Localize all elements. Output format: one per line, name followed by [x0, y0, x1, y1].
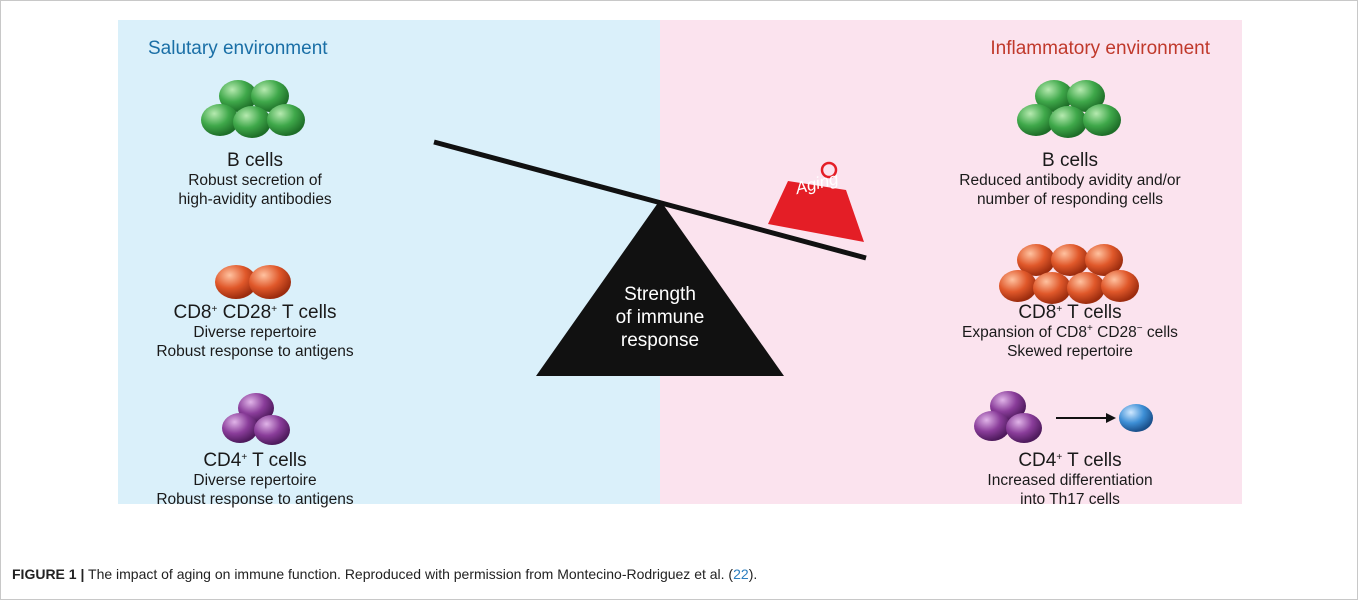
right-b-cells-block: B cells Reduced antibody avidity and/or … [910, 150, 1230, 209]
seesaw-beam [433, 139, 867, 261]
left-cd8-desc2: Robust response to antigens [156, 342, 354, 360]
left-cd4-desc1: Diverse repertoire [193, 472, 317, 490]
right-cd4-name-part: CD4 [1018, 450, 1057, 471]
inflammatory-title: Inflammatory environment [990, 38, 1210, 59]
left-cd8-block: CD8+ CD28+ T cells Diverse repertoire Ro… [118, 302, 392, 361]
right-cd4-name: CD4+ T cells [910, 450, 1230, 472]
fulcrum-label-line2: of immune [615, 306, 705, 328]
left-cd4-name: CD4+ T cells [118, 450, 392, 472]
salutary-title: Salutary environment [148, 38, 328, 59]
left-b-cells-desc2: high-avidity antibodies [178, 190, 332, 208]
right-cd4-desc2: into Th17 cells [1020, 490, 1120, 508]
right-cd8-name: CD8+ T cells [910, 302, 1230, 324]
citation-link[interactable]: 22 [733, 566, 749, 582]
left-cd8-sup: + [271, 304, 278, 315]
figure-label: FIGURE 1 | [12, 566, 85, 582]
fulcrum-label-line3: response [620, 329, 700, 351]
right-cd4-name-part: T cells [1062, 450, 1122, 471]
blue-cell-icon [1119, 404, 1153, 432]
right-cd4-desc1: Increased differentiation [987, 472, 1153, 490]
right-cd8-block: CD8+ T cells Expansion of CD8+ CD28− cel… [910, 302, 1230, 361]
right-cd8-desc-part: cells [1142, 324, 1178, 342]
caption-text: The impact of aging on immune function. … [84, 566, 734, 582]
right-arrow-icon [1056, 413, 1116, 423]
aging-weight-icon [768, 161, 864, 242]
right-cd8-name-part: T cells [1062, 302, 1122, 323]
cd4-to-th17-diagram [974, 391, 1153, 443]
fulcrum-label-line1: Strength [624, 284, 696, 305]
right-cd8-desc-part: CD28 [1092, 324, 1137, 342]
right-b-cells-desc1: Reduced antibody avidity and/or [959, 172, 1181, 190]
left-b-cells-name: B cells [227, 150, 283, 171]
right-cd8-sup: + [1056, 304, 1063, 315]
fulcrum-triangle [536, 200, 784, 376]
right-b-cells-name: B cells [1042, 150, 1098, 171]
left-b-cells-block: B cells Robust secretion of high-avidity… [130, 150, 380, 209]
right-cd8-name-part: CD8 [1018, 302, 1057, 323]
green-cell-cluster-icon [201, 80, 305, 138]
right-cd8-desc1: Expansion of CD8+ CD28− cells [910, 324, 1230, 342]
orange-cell-cluster-icon [215, 265, 291, 299]
right-cd4-sup: + [1056, 452, 1063, 463]
left-cd4-sup: + [241, 452, 248, 463]
left-cd8-name-part: CD8 [173, 302, 212, 323]
caption-end: ). [748, 566, 758, 582]
purple-cell-cluster-icon [222, 393, 290, 445]
right-cd8-desc2: Skewed repertoire [1007, 342, 1133, 360]
purple-cell-cluster-icon [974, 391, 1042, 443]
left-cd8-name-part: CD28 [217, 302, 272, 323]
left-cd8-desc1: Diverse repertoire [193, 324, 317, 342]
figure-caption: FIGURE 1 | The impact of aging on immune… [12, 566, 757, 582]
left-cd4-name-part: T cells [247, 450, 307, 471]
left-cd8-name: CD8+ CD28+ T cells [118, 302, 392, 324]
right-cd8-sup: + [1086, 323, 1093, 335]
left-cd8-sup: + [211, 304, 218, 315]
fulcrum-label: Strength of immune response [590, 284, 730, 352]
green-cell-cluster-icon [1017, 80, 1121, 138]
right-cd8-sup: − [1136, 323, 1143, 335]
left-b-cells-desc1: Robust secretion of [188, 172, 322, 190]
orange-cell-cluster-icon [999, 244, 1139, 304]
right-b-cells-desc2: number of responding cells [976, 190, 1164, 208]
right-cd4-block: CD4+ T cells Increased differentiation i… [910, 450, 1230, 509]
left-cd4-block: CD4+ T cells Diverse repertoire Robust r… [118, 450, 392, 509]
left-cd8-name-part: T cells [277, 302, 337, 323]
right-cd8-desc-part: Expansion of CD8 [962, 324, 1087, 342]
salutary-panel [118, 20, 660, 504]
left-cd4-name-part: CD4 [203, 450, 242, 471]
left-cd4-desc2: Robust response to antigens [156, 490, 354, 508]
